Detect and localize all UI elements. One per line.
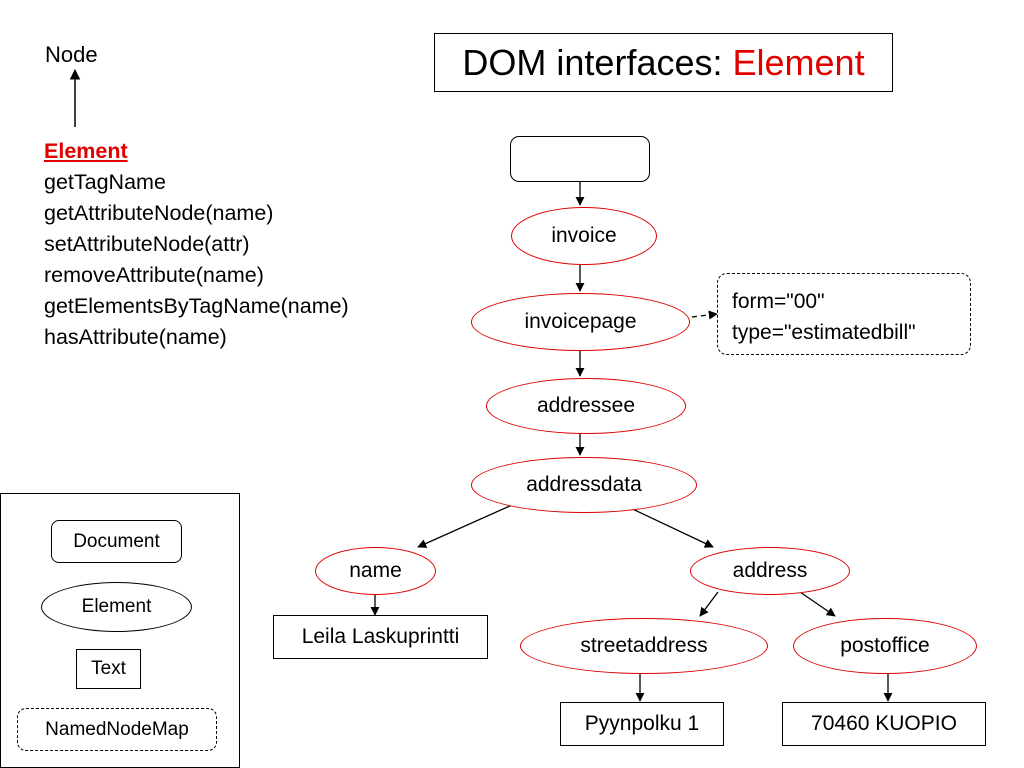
element-node-address: address: [690, 547, 850, 595]
element-node-postoffice: postoffice: [793, 618, 977, 674]
text-node-name: Leila Laskuprintti: [273, 615, 488, 659]
method-item: hasAttribute(name): [44, 325, 227, 349]
method-item: getTagName: [44, 170, 166, 194]
method-item: removeAttribute(name): [44, 263, 264, 287]
element-node-invoice: invoice: [511, 207, 657, 265]
interface-method-list: Element getTagName getAttributeNode(name…: [44, 136, 349, 353]
parent-interface-label: Node: [45, 42, 98, 67]
element-node-addressdata: addressdata: [471, 457, 697, 513]
attribute-map: form="00" type="estimatedbill": [717, 273, 971, 355]
legend-namednodemap: NamedNodeMap: [17, 708, 217, 751]
slide-title: DOM interfaces: Element: [434, 33, 893, 92]
element-node-streetaddress: streetaddress: [520, 618, 768, 674]
edge-address-postoffice: [799, 591, 836, 617]
method-item: getAttributeNode(name): [44, 201, 274, 225]
legend-box: Document Element Text NamedNodeMap: [0, 493, 240, 768]
element-node-addressee: addressee: [486, 378, 686, 434]
legend-document: Document: [51, 520, 182, 563]
element-node-name: name: [315, 547, 436, 595]
text-node-postoffice: 70460 KUOPIO: [782, 702, 986, 746]
legend-text: Text: [76, 649, 141, 689]
title-prefix: DOM interfaces:: [462, 41, 723, 83]
element-node-invoicepage: invoicepage: [471, 293, 690, 351]
method-item: setAttributeNode(attr): [44, 232, 250, 256]
title-highlight: Element: [732, 41, 865, 83]
attribute-item: type="estimatedbill": [732, 321, 916, 344]
edge-addressdata-name: [417, 504, 513, 548]
edge-addressdata-address: [623, 504, 714, 548]
legend-element: Element: [41, 582, 192, 632]
document-node: [510, 136, 650, 182]
edge-address-streetaddress: [699, 591, 719, 617]
edge-invoicepage-attributes: [682, 310, 718, 320]
attribute-item: form="00": [732, 290, 825, 313]
text-node-streetaddress: Pyynpolku 1: [560, 702, 724, 746]
interface-name: Element: [44, 139, 128, 163]
method-item: getElementsByTagName(name): [44, 294, 349, 318]
